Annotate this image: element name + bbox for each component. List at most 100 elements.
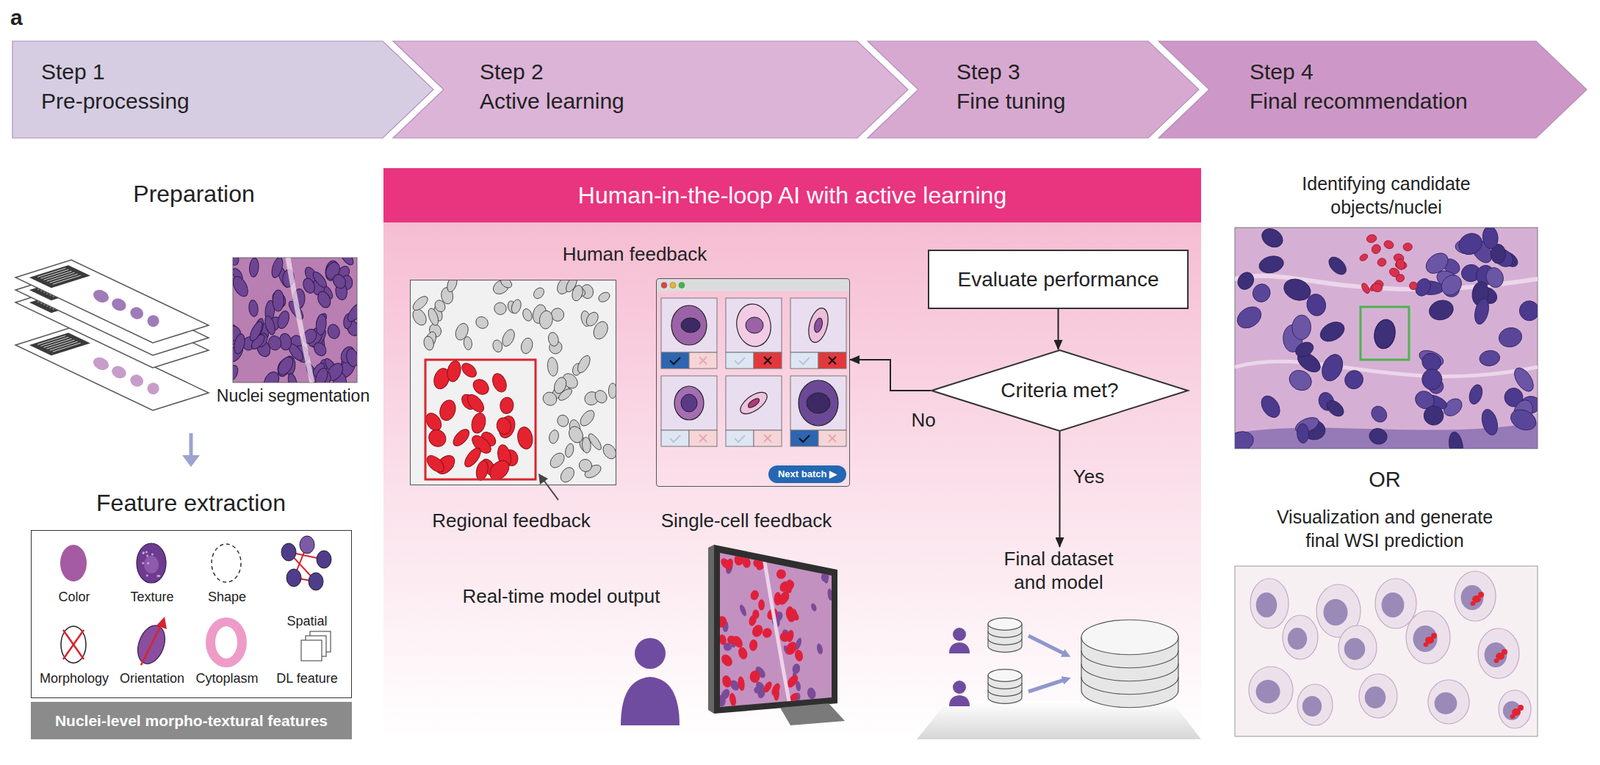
screen-prediction bbox=[773, 686, 780, 701]
text-holder: Identifying candidate objects/nuclei bbox=[1276, 171, 1497, 219]
candidate-nucleus bbox=[1372, 318, 1398, 351]
chevron-outline bbox=[393, 41, 908, 139]
regional-feedback-image: Regional feedback bbox=[409, 279, 617, 486]
gray-nucleus bbox=[491, 339, 504, 355]
tissue-nucleus bbox=[1497, 325, 1524, 349]
label: OR bbox=[1348, 467, 1422, 493]
texture-dot bbox=[145, 551, 148, 554]
flow-arrow bbox=[849, 359, 931, 391]
cell bbox=[805, 306, 832, 346]
person-body bbox=[949, 695, 970, 707]
pointer-line bbox=[543, 480, 559, 501]
wsi-prediction bbox=[1431, 633, 1437, 640]
check-mark bbox=[799, 435, 810, 443]
screen-prediction bbox=[715, 615, 729, 630]
window-dot bbox=[678, 282, 685, 289]
database-ring bbox=[1081, 677, 1179, 695]
cell-nucleus bbox=[813, 317, 825, 334]
selected-nucleus bbox=[495, 416, 513, 437]
tissue-nucleus bbox=[1367, 426, 1390, 446]
step-chevron: Step 3Fine tuning bbox=[867, 41, 1199, 139]
barcode-line bbox=[37, 335, 66, 345]
screen-prediction bbox=[748, 639, 759, 653]
cross-mark bbox=[828, 434, 836, 443]
wsi-nucleus bbox=[1381, 592, 1405, 618]
gray-nucleus bbox=[570, 284, 585, 303]
tissue-nucleus bbox=[1515, 296, 1538, 325]
monitor-bezel bbox=[714, 545, 838, 715]
label: Visualization and generate final WSI pre… bbox=[1267, 505, 1503, 553]
user-head bbox=[634, 638, 666, 670]
node-label: Active learning bbox=[479, 88, 833, 115]
text-holder: Texture bbox=[111, 589, 193, 607]
label: Preparation bbox=[83, 179, 305, 208]
text-holder: Cytoplasm bbox=[186, 671, 268, 688]
screen-prediction bbox=[728, 692, 737, 708]
screen-prediction bbox=[786, 629, 795, 643]
database-top bbox=[988, 669, 1022, 683]
label: Real-time model output bbox=[429, 585, 694, 609]
barcode-line bbox=[49, 341, 78, 351]
tissue-nucleus bbox=[1447, 431, 1465, 449]
wsi-nucleus bbox=[1302, 696, 1322, 717]
text-holder: Next batch ▶ bbox=[768, 465, 847, 484]
node-label: Nuclei-level morpho-textural features bbox=[55, 711, 328, 731]
feature-box: ColorTextureShapeSpatialMorphologyOrient… bbox=[30, 530, 352, 699]
check-mark bbox=[799, 357, 810, 365]
selected-nucleus bbox=[499, 396, 515, 415]
accept-box bbox=[790, 352, 819, 369]
screen-prediction bbox=[774, 567, 788, 582]
histology-image bbox=[1234, 227, 1538, 449]
node-label: Evaluate performance bbox=[957, 267, 1160, 293]
wsi-nucleus bbox=[1413, 625, 1438, 653]
window-dot bbox=[661, 282, 668, 289]
screen-prediction bbox=[762, 680, 774, 695]
segmented-nucleus bbox=[266, 334, 283, 352]
node-label: Texture bbox=[111, 589, 193, 607]
gray-nucleus bbox=[498, 279, 514, 291]
panel-ground bbox=[383, 222, 1202, 740]
node-label: Fine tuning bbox=[956, 88, 1177, 115]
accept-box bbox=[725, 430, 754, 447]
database-ring bbox=[988, 631, 1022, 638]
segmented-nucleus bbox=[272, 290, 285, 312]
cell-tile bbox=[661, 298, 717, 353]
text-holder: Final recommendation bbox=[1249, 88, 1544, 115]
decision-diamond: Criteria met? bbox=[930, 349, 1189, 432]
check-mark bbox=[734, 435, 745, 443]
color-icon bbox=[60, 545, 87, 582]
regional-image bbox=[409, 279, 617, 486]
screen-nucleus bbox=[816, 643, 825, 656]
reject-box bbox=[689, 352, 717, 369]
node-label: Single-cell feedback bbox=[636, 509, 857, 533]
morphology-cross bbox=[63, 630, 84, 660]
tissue-nucleus bbox=[1234, 302, 1266, 333]
node-label: Final dataset and model bbox=[992, 547, 1125, 595]
gray-nucleus bbox=[473, 314, 491, 331]
database-ring bbox=[988, 639, 1022, 645]
edge-label: No bbox=[905, 409, 942, 432]
text-holder: Step 3 bbox=[956, 58, 1177, 86]
tissue-nucleus bbox=[1325, 254, 1350, 279]
step-chevron: Step 4Final recommendation bbox=[1158, 41, 1587, 139]
screen-nucleus bbox=[716, 694, 726, 707]
step-number: Step 2 bbox=[479, 58, 833, 86]
tissue-nucleus bbox=[1467, 383, 1485, 407]
tissue-streak bbox=[287, 257, 313, 383]
text-holder: Step 1 bbox=[41, 58, 350, 86]
red-blood-cell bbox=[1358, 252, 1369, 263]
gray-nucleus bbox=[519, 336, 535, 355]
segmented-nucleus bbox=[248, 299, 260, 318]
step-number: Step 1 bbox=[41, 58, 350, 86]
texture-dot bbox=[156, 575, 159, 578]
window-title-bar bbox=[656, 279, 850, 292]
segmented-nucleus bbox=[345, 301, 358, 325]
glass-slide bbox=[15, 260, 209, 344]
tissue-section bbox=[109, 296, 128, 313]
gray-nucleus bbox=[491, 300, 509, 318]
gray-nucleus bbox=[521, 307, 535, 323]
screen-nucleus bbox=[791, 663, 801, 676]
person-head bbox=[952, 628, 967, 642]
hitl-panel: Human-in-the-loop AI with active learnin… bbox=[383, 168, 1202, 740]
texture-icon bbox=[136, 543, 167, 584]
